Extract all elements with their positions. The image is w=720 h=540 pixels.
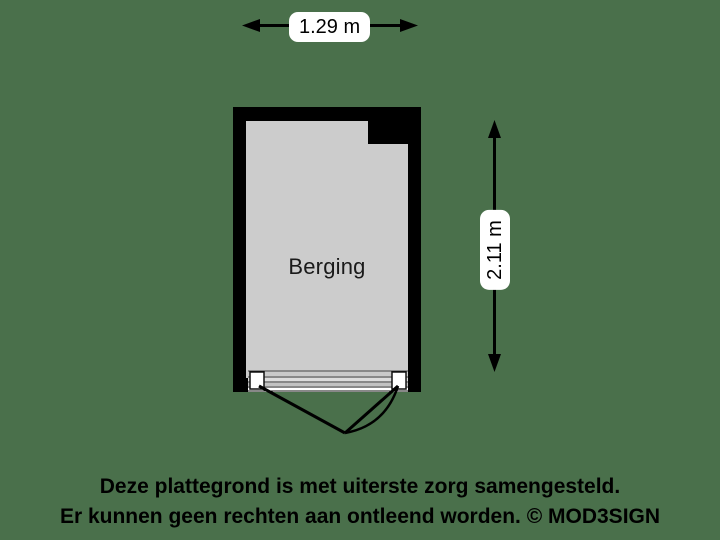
footer-disclaimer: Deze plattegrond is met uiterste zorg sa…	[0, 472, 720, 532]
footer-line-1: Deze plattegrond is met uiterste zorg sa…	[99, 475, 621, 498]
room-interior-fill	[246, 121, 408, 378]
wall-notch-top-right	[368, 121, 408, 144]
door-double-bottom	[248, 370, 408, 435]
dimension-label-height: 2.11 m	[480, 210, 510, 290]
footer-line-2: Er kunnen geen rechten aan ontleend word…	[59, 505, 661, 528]
dimension-label-height-wrap: 2.11 m	[480, 206, 510, 294]
dimension-label-width: 1.29 m	[289, 12, 371, 42]
room-label-berging: Berging	[288, 254, 366, 279]
